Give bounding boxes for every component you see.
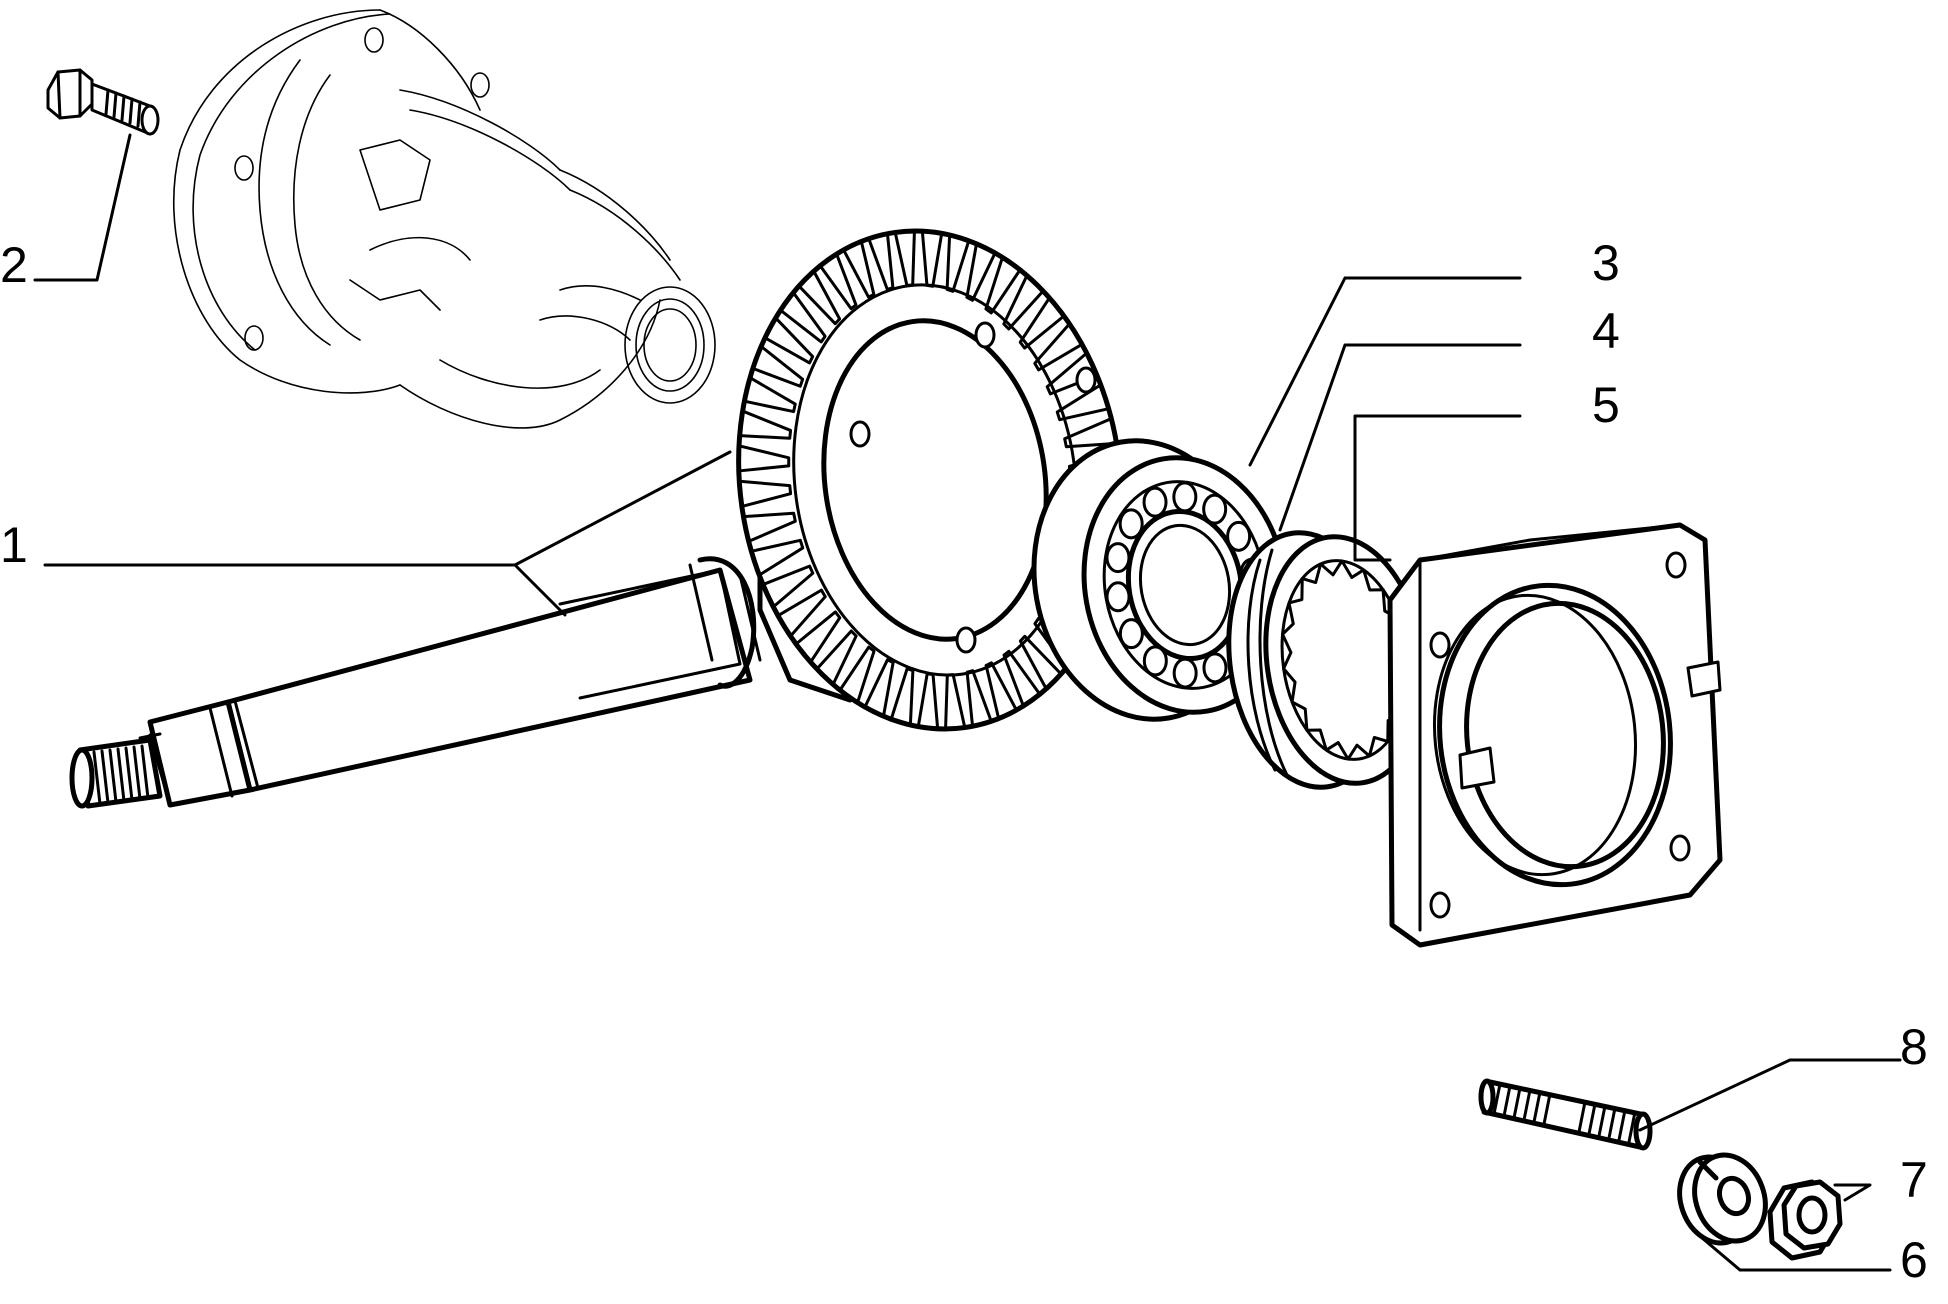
gear-tooth	[1002, 649, 1042, 708]
gear-tooth	[818, 252, 858, 311]
seal-spline-profile	[1281, 559, 1409, 761]
gear-tooth	[797, 269, 842, 326]
gear-tooth	[984, 255, 1022, 315]
gear-tooth	[737, 444, 791, 473]
callout-label-7: 7	[1900, 1152, 1928, 1208]
gear-tooth	[965, 242, 997, 302]
bearing-ball	[1202, 652, 1228, 684]
bearing-ball	[1226, 520, 1252, 552]
gear-tooth	[863, 658, 895, 718]
gear-tooth	[867, 232, 895, 291]
bearing-ball	[1142, 645, 1168, 677]
gear-tooth	[738, 409, 793, 440]
gear-tooth	[778, 291, 827, 344]
gear-tooth	[945, 233, 971, 293]
bearing-ball	[1118, 618, 1144, 650]
gear-tooth	[776, 588, 827, 638]
gear-tooth	[1055, 383, 1111, 422]
seal-ring-part-4	[1226, 530, 1427, 790]
gear-tooth	[920, 229, 944, 288]
gear-tooth	[741, 511, 797, 543]
gear-tooth	[763, 316, 815, 365]
leader-line-6	[1693, 1230, 1892, 1272]
bearing-ball	[1118, 508, 1144, 540]
callout-label-8: 8	[1900, 1019, 1928, 1075]
washer-part-6	[1677, 1152, 1768, 1246]
gear-tooth	[1018, 296, 1066, 350]
callout-label-5: 5	[1592, 377, 1620, 433]
gear-tooth	[893, 229, 916, 287]
bearing-ball	[1172, 481, 1198, 513]
leader-line-5	[1353, 414, 1522, 562]
bearing-ball	[1105, 542, 1131, 574]
leader-line-4	[1278, 343, 1522, 532]
bearing-ball	[1105, 581, 1131, 613]
gear-tooth	[1033, 322, 1084, 372]
gear-tooth	[965, 669, 993, 728]
bearing-ball	[1172, 657, 1198, 689]
callout-label-6: 6	[1900, 1232, 1928, 1288]
gear-tooth	[889, 667, 915, 727]
gear-tooth	[1045, 351, 1099, 396]
gear-tooth	[751, 344, 805, 388]
leader-line-7	[1833, 1183, 1872, 1202]
leader-line-3	[1248, 276, 1522, 467]
stud-part-8	[1478, 1078, 1653, 1151]
pinion-shaft-part-1	[69, 537, 873, 809]
gear-tooth	[838, 645, 876, 705]
gear-tooth	[1002, 274, 1045, 331]
gear-tooth	[761, 564, 815, 609]
gear-tooth	[1063, 417, 1119, 449]
flange-cover-part-5	[1387, 522, 1723, 948]
leader-line-1	[43, 450, 732, 617]
leader-line-2	[33, 133, 132, 282]
leader-lines	[33, 133, 1902, 1272]
gear-tooth	[1018, 634, 1063, 691]
leader-line-8	[1638, 1058, 1902, 1132]
bearing-ball	[1142, 486, 1168, 518]
gear-tooth	[749, 538, 805, 577]
bolt-part-2	[46, 68, 160, 136]
crown-gear	[736, 228, 1124, 732]
gear-tooth	[794, 610, 842, 664]
callout-label-3: 3	[1592, 235, 1620, 291]
gear-tooth	[815, 629, 858, 686]
gear-tooth	[916, 672, 940, 731]
gear-tooth	[742, 376, 797, 414]
gear-tooth	[737, 479, 793, 508]
gear-tooth	[944, 673, 967, 731]
callout-label-4: 4	[1592, 303, 1620, 359]
differential-housing	[173, 9, 716, 429]
callout-label-1: 1	[0, 517, 28, 573]
callout-label-2: 2	[0, 237, 28, 293]
gear-tooth	[842, 239, 876, 299]
bearing-ball	[1202, 493, 1228, 525]
gear-tooth	[984, 661, 1018, 721]
nut-part-7	[1767, 1179, 1843, 1261]
